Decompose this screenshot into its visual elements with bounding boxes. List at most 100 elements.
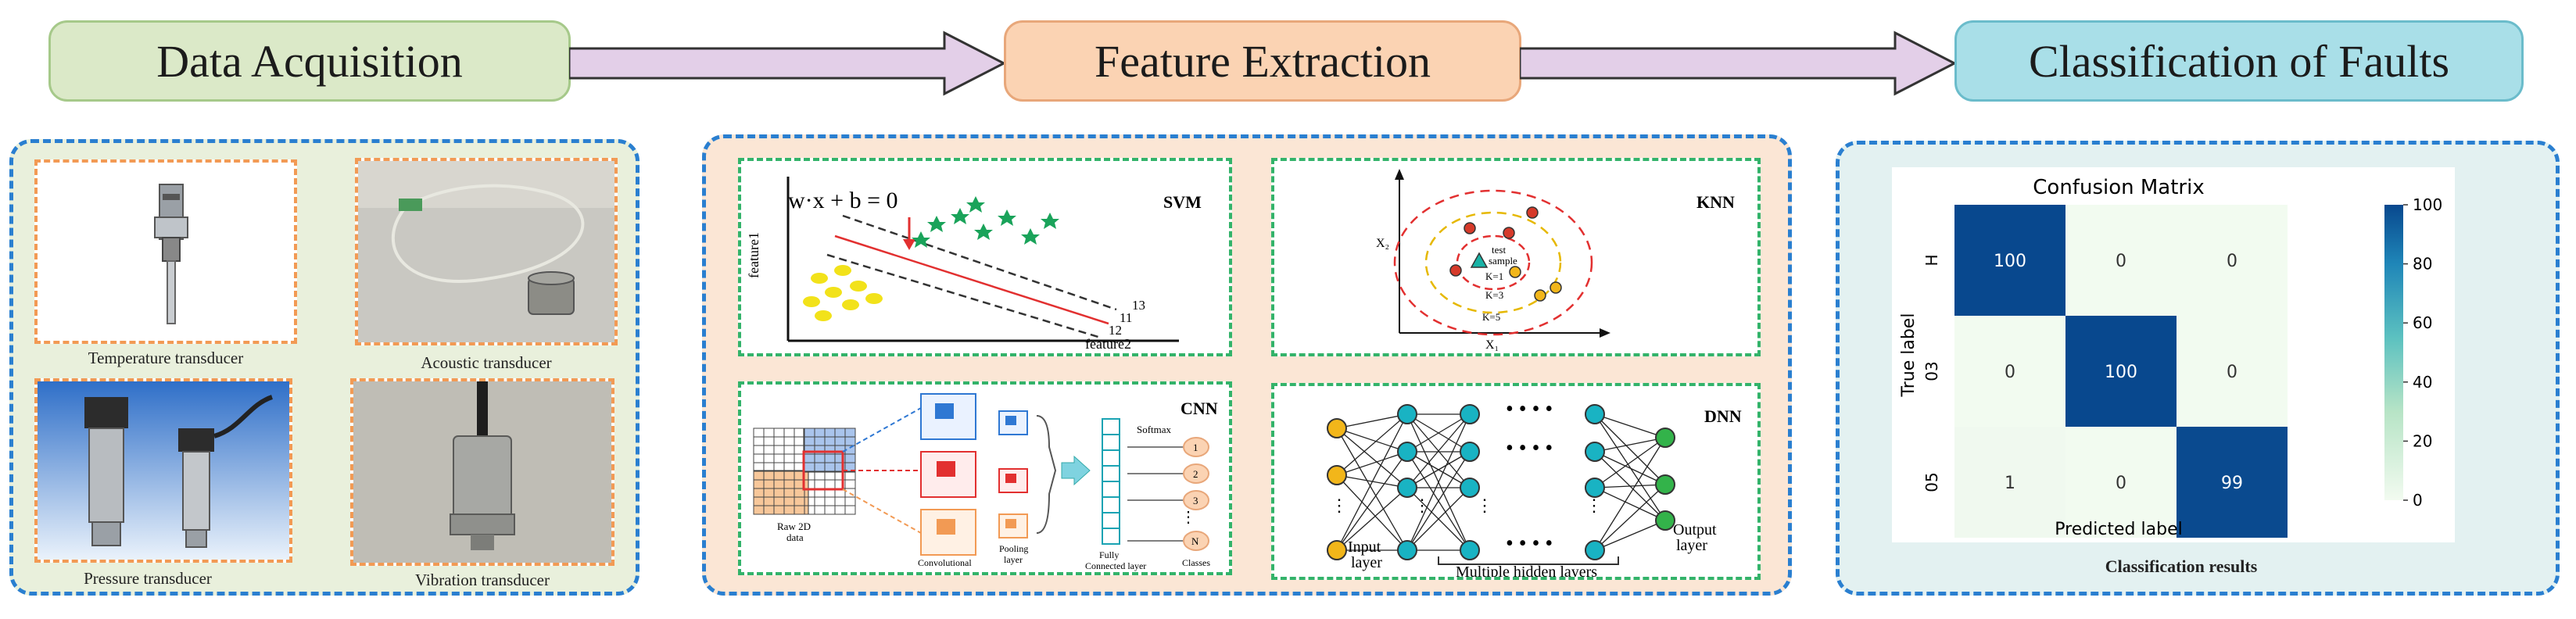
- vibration-caption: Vibration transducer: [415, 571, 550, 589]
- dnn-neuron: [1460, 442, 1480, 462]
- cm-cell-value: 100: [2105, 363, 2137, 382]
- dnn-edge: [1406, 451, 1471, 488]
- knn-k1-label: K=1: [1485, 270, 1503, 282]
- dnn-edge: [1594, 437, 1666, 551]
- dnn-hidden-ellipsis: ⋮: [1413, 496, 1431, 515]
- cnn-softmax-label: Softmax: [1137, 424, 1172, 435]
- dnn-edge: [1594, 484, 1666, 551]
- cm-cell: [2065, 427, 2177, 538]
- svm-card: w·x + b = 0 feature1 feature2 SVM 13 11 …: [738, 158, 1232, 356]
- knn-ylabel: X₂: [1376, 237, 1389, 250]
- dnn-edge: [1594, 437, 1666, 488]
- dnn-edge: [1336, 474, 1408, 551]
- fc-neuron: [1102, 481, 1120, 498]
- dnn-neuron: [1397, 442, 1417, 462]
- dnn-neuron: [1460, 478, 1480, 498]
- dnn-neuron: [1585, 540, 1605, 560]
- stage-classification: Classification of Faults: [1954, 20, 2524, 102]
- dnn-edge: [1594, 437, 1666, 453]
- svm-ylabel: feature1: [746, 232, 761, 278]
- svm-xlabel: feature2: [1085, 336, 1131, 352]
- svm-line-11: 11: [1120, 310, 1132, 325]
- classification-caption: Classification results: [2105, 556, 2258, 576]
- dnn-edge: [1336, 428, 1408, 488]
- cm-ytick: 05: [1922, 472, 1941, 492]
- cm-cell-value: 1: [2005, 474, 2015, 493]
- dnn-neuron: [1460, 404, 1480, 424]
- fc-neuron: [1102, 418, 1120, 435]
- dnn-input-label-2: layer: [1351, 554, 1382, 571]
- dnn-diagram: DNN ⋮ ⋮ ⋮ ⋮ • • • • • • • • • • • • Inpu…: [1327, 397, 1742, 577]
- stage-title: Feature Extraction: [1095, 35, 1431, 87]
- dnn-edge: [1594, 413, 1666, 485]
- stage-title: Data Acquisition: [156, 35, 463, 87]
- dnn-neuron: [1327, 540, 1347, 560]
- cm-cbar-label: 20: [2413, 431, 2432, 450]
- cm-cbar-label: 0: [2413, 491, 2423, 510]
- dnn-edge: [1406, 413, 1471, 551]
- temperature-caption: Temperature transducer: [88, 349, 244, 367]
- dnn-input-label: Input: [1348, 538, 1381, 556]
- cm-ytick: 03: [1922, 361, 1941, 381]
- fc-neuron: [1102, 512, 1120, 529]
- cm-cell: [2065, 205, 2177, 316]
- knn-k5-label: K=5: [1482, 311, 1500, 323]
- cm-cell-value: 0: [2116, 252, 2126, 271]
- knn-test-label: test: [1492, 244, 1506, 256]
- dnn-neuron: [1655, 428, 1675, 448]
- cnn-ellipsis: ⋮: [1181, 509, 1196, 526]
- cnn-card: CNN Raw 2D data Convolutional Pooling: [738, 381, 1232, 575]
- acoustic-transducer-image: [358, 161, 614, 342]
- fc-neuron: [1102, 465, 1120, 482]
- cnn-title: CNN: [1181, 399, 1218, 418]
- dnn-edge: [1336, 428, 1408, 551]
- dnn-edge: [1594, 520, 1666, 551]
- dnn-neuron: [1397, 478, 1417, 498]
- pressure-transducer-card: [34, 378, 292, 563]
- knn-card: X₂ X₁ KNN test sample K=1 K=3 K=5: [1271, 158, 1761, 356]
- cm-cell: [1954, 316, 2065, 427]
- stage-data-acquisition: Data Acquisition: [48, 20, 571, 102]
- knn-k3-label: K=3: [1485, 289, 1503, 301]
- dnn-neuron: [1327, 465, 1347, 485]
- cnn-class-3: 3: [1193, 495, 1198, 506]
- cnn-class-2: 2: [1193, 468, 1198, 480]
- temperature-transducer-card: [34, 159, 297, 344]
- vibration-transducer-card: [350, 378, 614, 566]
- dnn-output-label: Output: [1673, 521, 1717, 538]
- dnn-edge: [1594, 487, 1666, 521]
- cnn-class-1: 1: [1193, 442, 1198, 453]
- cm-cell-value: 0: [2005, 363, 2015, 382]
- dnn-edge: [1406, 413, 1471, 453]
- svm-line-12: 12: [1109, 323, 1122, 338]
- cm-ytick: H: [1922, 254, 1941, 266]
- pressure-transducer-image: [38, 381, 289, 560]
- cm-cbar-label: 100: [2413, 195, 2442, 214]
- dnn-title: DNN: [1704, 406, 1742, 426]
- dnn-neuron: [1585, 442, 1605, 462]
- cm-cell: [2177, 316, 2288, 427]
- dnn-neuron: [1327, 418, 1347, 438]
- stage-title: Classification of Faults: [2028, 35, 2450, 87]
- dnn-hidden-ellipsis: ⋮: [1476, 496, 1493, 515]
- cnn-pool-label-2: layer: [1004, 554, 1023, 565]
- dnn-edge: [1594, 413, 1666, 438]
- vibration-transducer-image: [353, 381, 611, 563]
- svm-equation: w·x + b = 0: [788, 188, 898, 213]
- dnn-output-label-2: layer: [1676, 537, 1707, 554]
- dnn-edge: [1336, 413, 1408, 476]
- dnn-edge: [1406, 413, 1471, 488]
- acoustic-caption: Acoustic transducer: [421, 353, 552, 372]
- cm-cell: [2177, 427, 2288, 538]
- cm-cell: [2177, 205, 2288, 316]
- cnn-raw-label-2: data: [786, 531, 804, 543]
- cm-title: Confusion Matrix: [2033, 176, 2204, 199]
- dnn-hidden-label: Multiple hidden layers: [1456, 564, 1597, 577]
- dnn-edge: [1406, 487, 1471, 551]
- dnn-edge: [1336, 487, 1408, 551]
- dnn-neuron: [1585, 404, 1605, 424]
- cm-xlabel: Predicted label: [2055, 520, 2182, 539]
- dnn-edge: [1336, 451, 1408, 551]
